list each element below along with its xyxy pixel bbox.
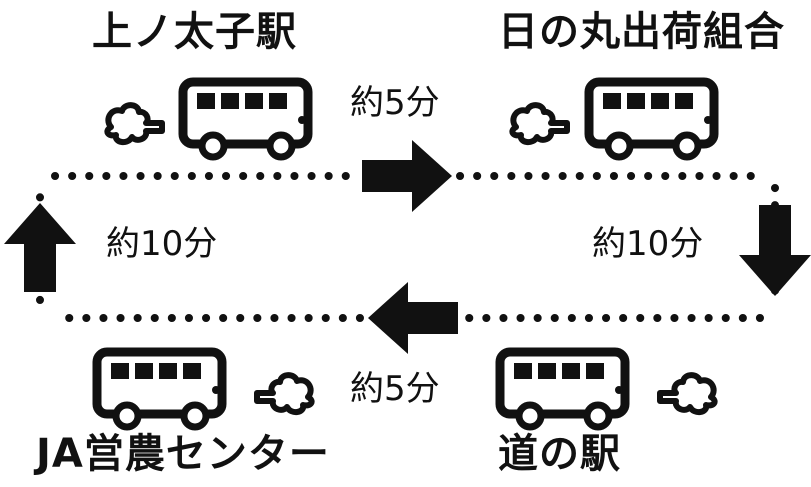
- bus-icon: [589, 82, 714, 157]
- exhaust-cloud-icon: [660, 375, 715, 412]
- stop-label-top-left: 上ノ太子駅: [92, 9, 297, 55]
- travel-time-bottom: 約5分: [350, 369, 440, 409]
- travel-time-left: 約10分: [106, 224, 218, 264]
- stop-label-bottom-right: 道の駅: [498, 431, 621, 477]
- stop-label-top-right: 日の丸出荷組合: [498, 9, 785, 55]
- travel-time-top: 約5分: [350, 83, 440, 123]
- arrow-icon: [368, 282, 458, 354]
- arrow-icon: [739, 205, 811, 296]
- exhaust-cloud-icon: [512, 105, 567, 142]
- exhaust-cloud-icon: [107, 105, 162, 142]
- stop-label-bottom-left: JA営農センター: [36, 431, 330, 477]
- exhaust-cloud-icon: [257, 375, 312, 412]
- arrow-icon: [4, 203, 76, 292]
- arrow-icon: [362, 140, 452, 212]
- bus-icon: [183, 82, 308, 157]
- travel-time-right: 約10分: [592, 224, 704, 264]
- bus-icon: [500, 352, 625, 427]
- bus-icon: [97, 352, 222, 427]
